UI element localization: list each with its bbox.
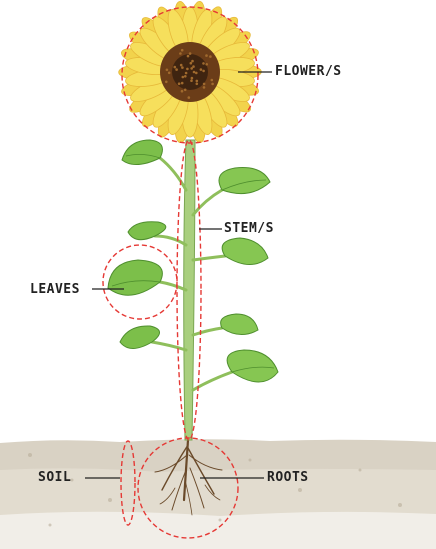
seed-dot xyxy=(178,82,181,85)
seed-dot xyxy=(190,79,193,82)
stem-label: STEM/S xyxy=(224,222,274,235)
seed-dot xyxy=(196,83,199,86)
seed-dot xyxy=(166,69,169,72)
seed-dot xyxy=(181,82,184,85)
seed-dot xyxy=(203,86,206,89)
seed-dot xyxy=(200,68,203,71)
seed-dot xyxy=(174,66,177,69)
flower-disk-center xyxy=(172,54,208,90)
seed-dot xyxy=(211,79,214,82)
soil-illustration xyxy=(0,439,436,549)
seed-dot xyxy=(165,81,168,84)
seed-dot xyxy=(205,63,208,66)
seed-dot xyxy=(193,71,196,74)
soil-label: SOIL xyxy=(38,471,71,484)
seed-dot xyxy=(205,54,208,57)
seed-dot xyxy=(175,68,178,71)
seed-dot xyxy=(191,77,194,80)
seed-dot xyxy=(191,60,194,63)
seed-dot xyxy=(190,62,193,65)
seed-dot xyxy=(187,55,190,58)
seed-dot xyxy=(186,68,189,71)
seed-dot xyxy=(209,55,212,58)
flower-label: FLOWER/S xyxy=(275,65,342,78)
seed-dot xyxy=(179,52,182,55)
seed-dot xyxy=(202,62,205,65)
seed-dot xyxy=(185,72,188,75)
seed-dot xyxy=(184,75,187,78)
roots-label: ROOTS xyxy=(267,471,309,484)
seed-dot xyxy=(184,89,187,92)
seed-dot xyxy=(196,80,199,83)
seed-dot xyxy=(203,83,206,86)
seed-dot xyxy=(181,90,184,93)
seed-dot xyxy=(189,52,192,55)
seed-dot xyxy=(168,72,171,75)
seed-dot xyxy=(188,96,191,99)
seed-dot xyxy=(181,49,184,52)
seed-dot xyxy=(192,65,195,68)
seed-dot xyxy=(182,76,185,79)
leaves-label: LEAVES xyxy=(30,283,80,296)
seed-dot xyxy=(181,66,184,69)
seed-dot xyxy=(180,64,183,67)
seed-dot xyxy=(211,83,214,86)
seed-dot xyxy=(195,72,198,75)
seed-dot xyxy=(202,70,205,73)
